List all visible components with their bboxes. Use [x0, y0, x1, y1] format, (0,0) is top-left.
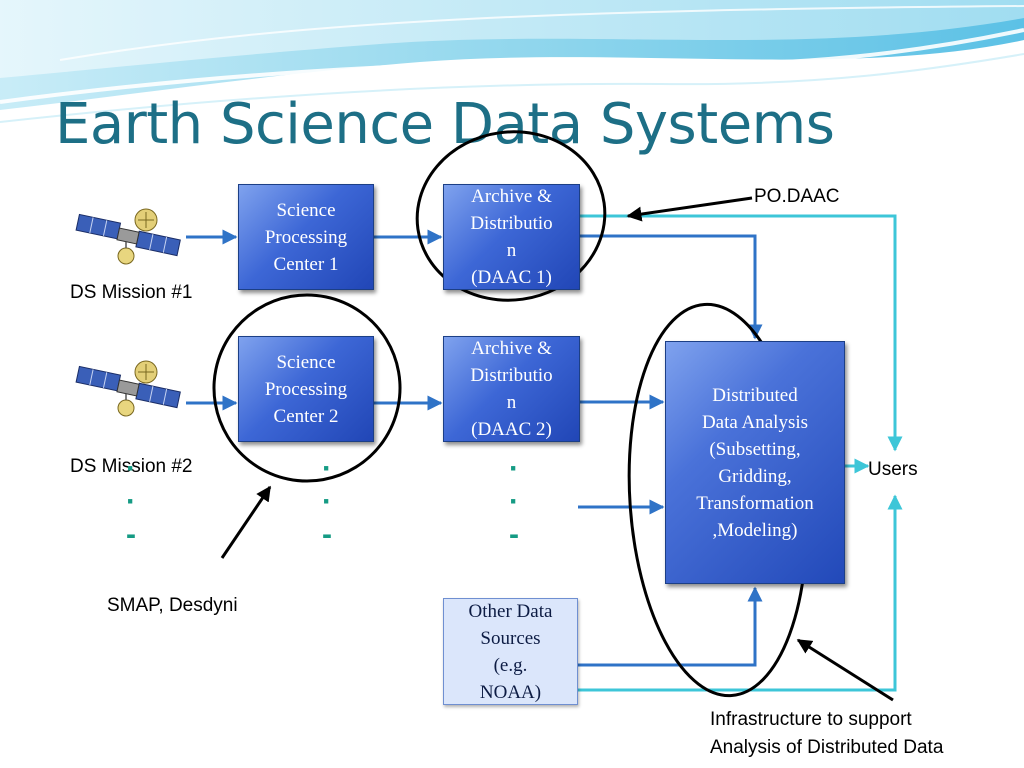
box-distributed-data-analysis: Distributed Data Analysis (Subsetting, G… [665, 341, 845, 584]
label-ds-mission-1: DS Mission #1 [70, 282, 193, 303]
label-line: Analysis of Distributed Data [710, 737, 944, 758]
box-line: Distributio [470, 213, 553, 234]
box-line: Distributio [470, 365, 553, 386]
arrow-daac1-to-users [580, 214, 903, 452]
label-line: Infrastructure to support [710, 709, 912, 730]
box-line: n [506, 240, 517, 261]
pointer-arrow-smap [220, 485, 272, 559]
pointer-arrow-podaac [626, 196, 753, 222]
box-other-data-sources: Other Data Sources (e.g. NOAA) [443, 598, 578, 705]
box-line: Center 2 [273, 405, 339, 427]
box-science-processing-center-2: Science Processing Center 2 [238, 336, 374, 442]
ellipsis-dot: · [509, 452, 519, 485]
ellipsis-dots-missions: · · - [124, 452, 138, 551]
box-line: Sources [480, 627, 541, 649]
box-line: Archive & [471, 338, 552, 359]
box-line: Processing [264, 378, 348, 400]
slide-title: Earth Science Data Systems [55, 92, 835, 157]
satellite-icon [75, 208, 181, 265]
box-line: (Subsetting, [709, 438, 801, 460]
arrow-daac1-to-analysis [580, 234, 763, 340]
satellite-icon [75, 360, 181, 417]
ellipsis-dot: · [322, 485, 332, 518]
pointer-arrow-infrastructure [796, 638, 894, 702]
highlight-ellipse-spc2 [212, 293, 402, 483]
box-line: Gridding, [718, 465, 792, 487]
arrow-othersources-to-analysis [578, 586, 763, 667]
box-line: n [506, 392, 517, 413]
label-ds-mission-2: DS Mission #2 [70, 456, 193, 477]
ellipsis-dots-processing: · · - [320, 452, 334, 551]
box-line: (e.g. [493, 654, 528, 676]
box-line: (DAAC 1) [471, 267, 552, 288]
box-line: Distributed [712, 384, 798, 406]
box-line: Other Data [468, 600, 553, 622]
box-archive-daac-1: Archive & Distributio n (DAAC 1) [443, 184, 580, 290]
label-smap-desdyni: SMAP, Desdyni [107, 595, 238, 616]
box-line: Archive & [471, 186, 552, 207]
ellipsis-dot: - [126, 518, 136, 551]
box-line: Data Analysis [701, 411, 809, 433]
ellipsis-dot: · [509, 485, 519, 518]
ellipsis-dot: · [126, 452, 136, 485]
ellipsis-dot: - [509, 518, 519, 551]
box-line: Science [276, 351, 336, 373]
box-line: NOAA) [479, 681, 542, 703]
ellipsis-dot: · [322, 452, 332, 485]
label-users: Users [868, 459, 918, 480]
label-infrastructure: Infrastructure to support Analysis of Di… [710, 706, 943, 762]
box-line: ,Modeling) [712, 519, 798, 541]
arrow-othersources-to-users [578, 494, 903, 692]
box-line: Science [276, 199, 336, 221]
box-line: Transformation [696, 492, 814, 514]
highlight-ellipse-daac1 [415, 130, 607, 302]
label-podaac: PO.DAAC [754, 186, 840, 207]
box-line: Processing [264, 226, 348, 248]
box-line: Center 1 [273, 253, 339, 275]
box-science-processing-center-1: Science Processing Center 1 [238, 184, 374, 290]
ellipsis-dot: · [126, 485, 136, 518]
ellipsis-dot: - [322, 518, 332, 551]
box-archive-daac-2: Archive & Distributio n (DAAC 2) [443, 336, 580, 442]
ellipsis-dots-archives: · · - [507, 452, 521, 551]
box-line: (DAAC 2) [471, 419, 552, 440]
